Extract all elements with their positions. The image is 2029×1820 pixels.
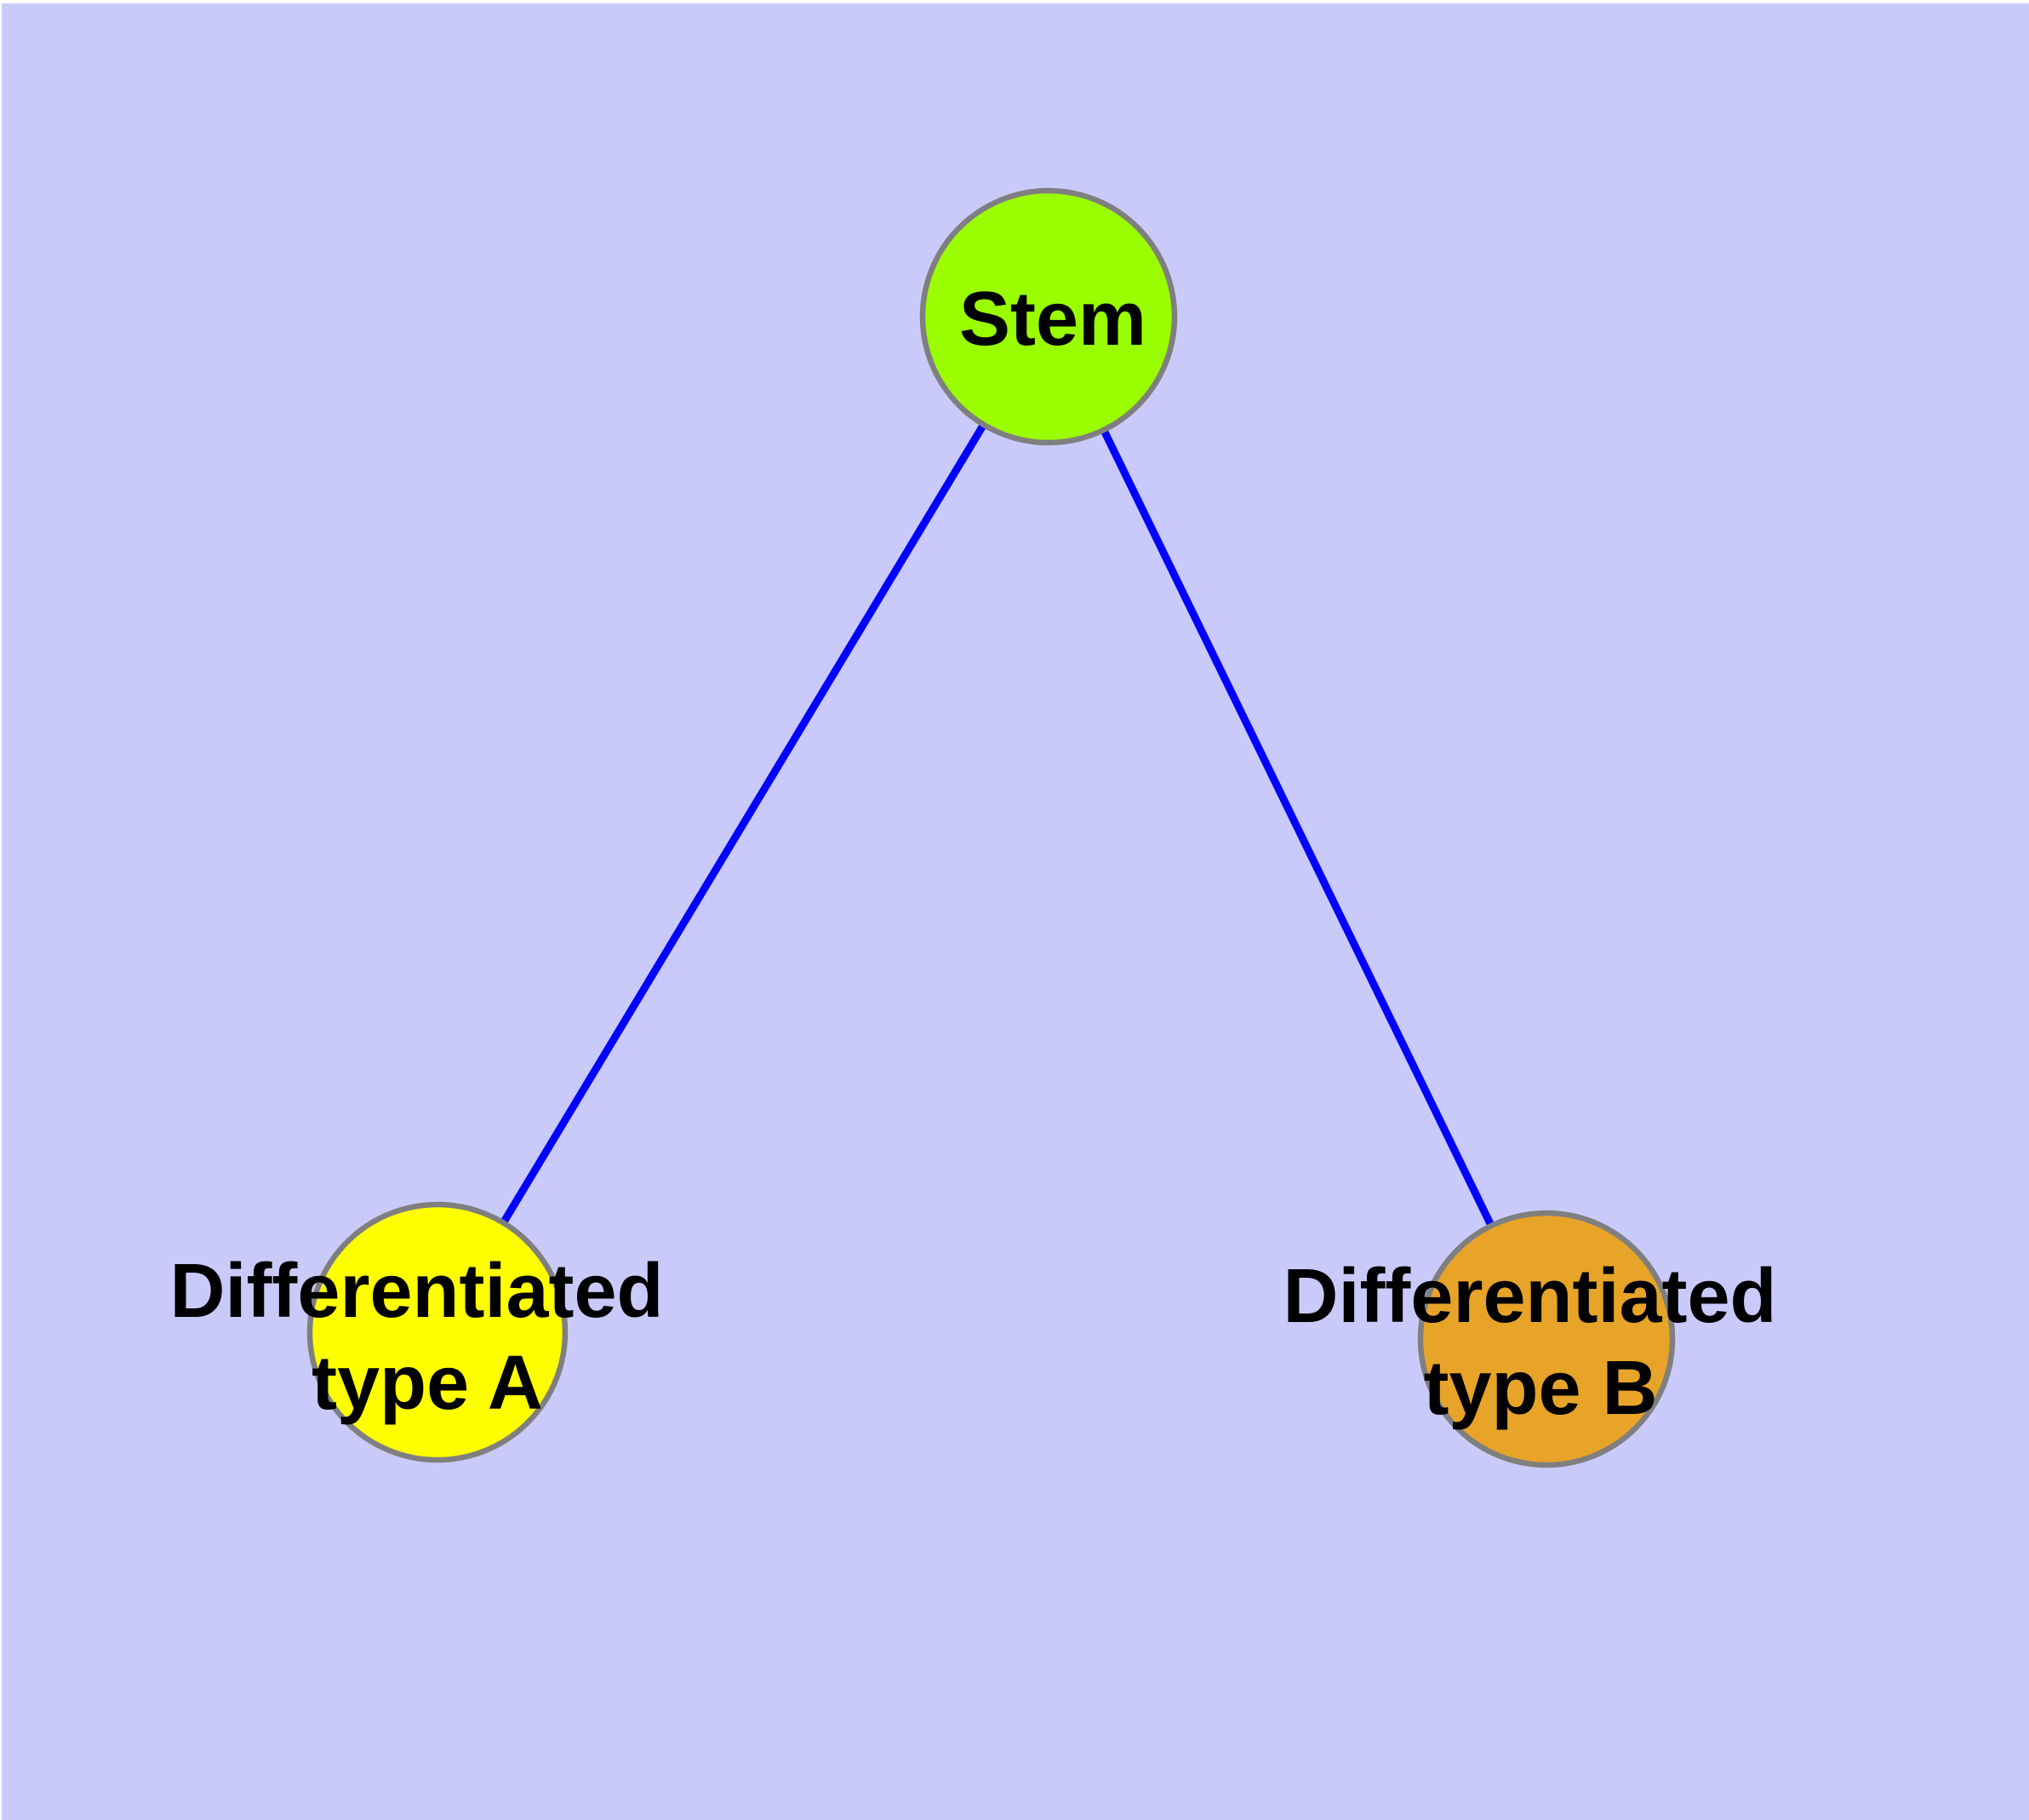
- node-differentiated-type-b[interactable]: [1417, 1210, 1676, 1468]
- node-stem-label: Stem: [959, 277, 1146, 362]
- node-type-b-label-line2: type B: [1423, 1346, 1657, 1431]
- edge-stem-to-type-b: [1044, 315, 1551, 1341]
- node-type-b-label-line1: Differentiated: [1283, 1254, 1776, 1339]
- edge-stem-to-type-a: [434, 314, 1052, 1335]
- node-type-a-label-line2: type A: [311, 1341, 543, 1426]
- node-type-b-label: Differentiated type B: [1283, 1254, 1798, 1431]
- node-differentiated-type-a[interactable]: [306, 1201, 569, 1463]
- node-type-a-label: Differentiated type A: [169, 1249, 684, 1426]
- node-stem[interactable]: [919, 187, 1178, 446]
- node-type-a-label-line1: Differentiated: [169, 1249, 663, 1334]
